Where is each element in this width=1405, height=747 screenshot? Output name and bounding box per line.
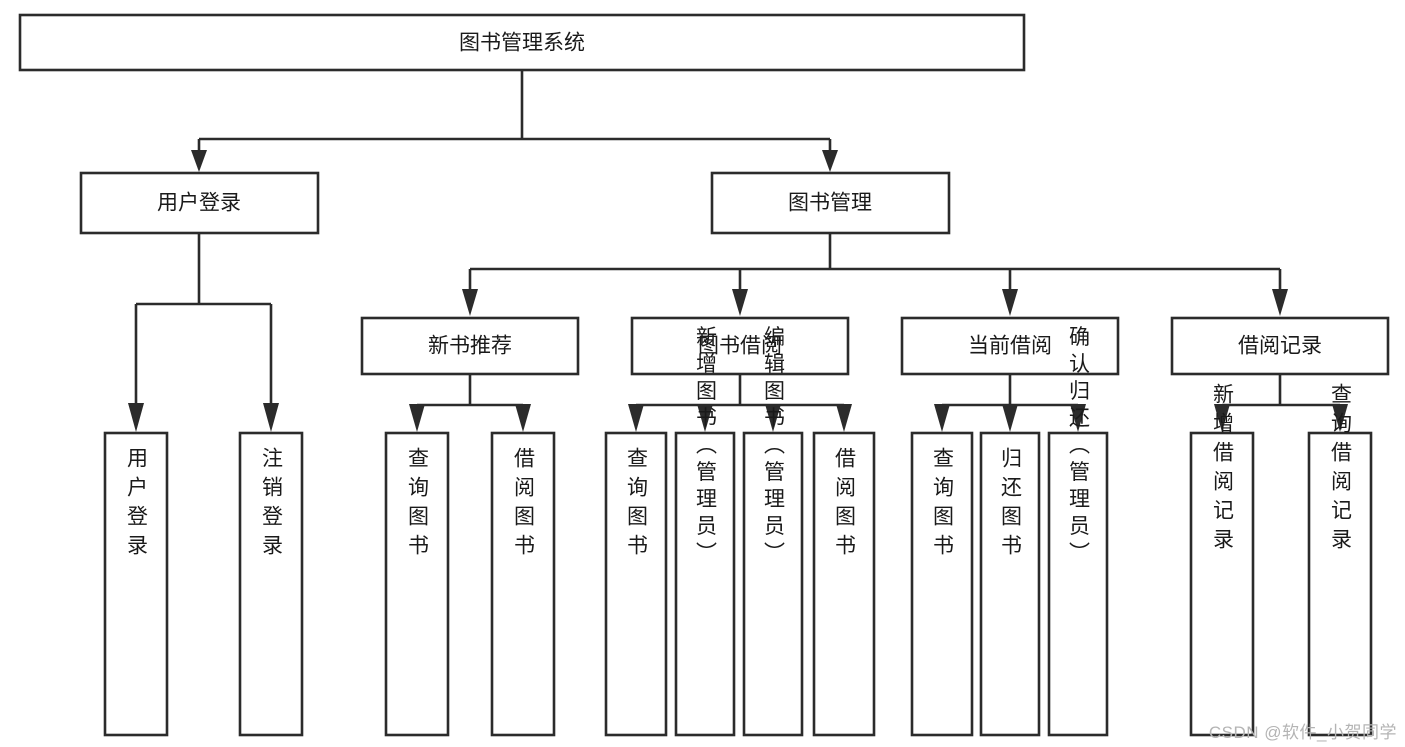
leaf-nb-borrow-book-label: 借阅图书 — [512, 447, 536, 563]
node-new-book[interactable]: 新书推荐 — [360, 316, 580, 376]
leaf-bw-borrow-book-label: 借阅图书 — [833, 447, 857, 563]
arrowhead-nb-query-book — [409, 404, 425, 432]
node-new-book-label: 新书推荐 — [428, 335, 512, 358]
leaf-bw-edit-book-label: 编辑图书（管理员） — [762, 326, 786, 569]
connector-group-borrow — [628, 375, 852, 432]
node-root[interactable]: 图书管理系统 — [18, 13, 1026, 72]
leaf-nb-query-book[interactable]: 查询图书 — [384, 431, 450, 737]
leaf-nb-query-book-box[interactable] — [384, 431, 450, 737]
leaf-cu-confirm-return-label: 确认归还（管理员） — [1067, 326, 1091, 569]
node-user-login-box[interactable] — [79, 171, 320, 235]
leaf-cu-query-book[interactable]: 查询图书 — [910, 431, 974, 737]
leaf-user-login-label: 用户登录 — [125, 447, 149, 563]
connector-group-current — [934, 375, 1086, 432]
connector-group-root — [191, 70, 838, 172]
arrowhead-nb-borrow-book — [515, 404, 531, 432]
arrowhead-new-book — [462, 289, 478, 316]
node-borrow-label: 图书借阅 — [698, 335, 782, 358]
leaf-logout-label: 注销登录 — [260, 447, 284, 563]
leaf-cu-query-book-label: 查询图书 — [931, 447, 955, 563]
arrowhead-bw-edit-book — [765, 404, 781, 432]
connector-group-book-manage — [462, 233, 1288, 316]
arrowhead-book-manage — [822, 150, 838, 172]
node-borrow-record-label: 借阅记录 — [1238, 335, 1322, 358]
arrowhead-bw-add-book — [697, 404, 713, 432]
leaf-user-login-box[interactable] — [103, 431, 169, 737]
arrowhead-user-login — [191, 150, 207, 172]
leaf-nb-query-book-label: 查询图书 — [406, 447, 430, 563]
connector-group-user-login — [128, 233, 279, 432]
leaf-bw-query-book-box[interactable] — [604, 431, 668, 737]
node-borrow-box[interactable] — [630, 316, 850, 376]
leaf-rc-add-record-label: 新增借阅记录 — [1211, 383, 1235, 557]
arrowhead-borrow — [732, 289, 748, 316]
leaf-bw-borrow-book[interactable]: 借阅图书 — [812, 431, 876, 737]
leaf-rc-query-record-box[interactable] — [1307, 431, 1373, 737]
leaf-cu-confirm-return-box[interactable] — [1047, 431, 1109, 737]
node-current-borrow-box[interactable] — [900, 316, 1120, 376]
leaf-user-login[interactable]: 用户登录 — [103, 431, 169, 737]
leaf-bw-add-book-box[interactable] — [674, 431, 736, 737]
leaf-cu-return-book-box[interactable] — [979, 431, 1041, 737]
csdn-watermark: CSDN @软件_小贺同学 — [1208, 723, 1397, 742]
arrowhead-record — [1272, 289, 1288, 316]
leaf-cu-return-book-label: 归还图书 — [999, 447, 1023, 563]
arrowhead-rc-add-record — [1214, 404, 1230, 432]
node-borrow-record[interactable]: 借阅记录 — [1170, 316, 1390, 376]
leaf-bw-add-book[interactable]: 新增图书（管理员） — [674, 326, 736, 737]
leaf-bw-query-book[interactable]: 查询图书 — [604, 431, 668, 737]
leaf-logout-box[interactable] — [238, 431, 304, 737]
node-new-book-box[interactable] — [360, 316, 580, 376]
leaf-bw-query-book-label: 查询图书 — [625, 447, 649, 563]
node-book-manage-box[interactable] — [710, 171, 951, 235]
connector-group-record — [1214, 375, 1348, 432]
node-borrow[interactable]: 图书借阅 — [630, 316, 850, 376]
arrowhead-leaf-user-login — [128, 403, 144, 432]
leaf-nb-borrow-book-box[interactable] — [490, 431, 556, 737]
arrowhead-cu-query-book — [934, 404, 950, 432]
leaf-cu-query-book-box[interactable] — [910, 431, 974, 737]
leaf-cu-return-book[interactable]: 归还图书 — [979, 431, 1041, 737]
leaf-bw-borrow-book-box[interactable] — [812, 431, 876, 737]
arrowhead-bw-query-book — [628, 404, 644, 432]
arrowhead-leaf-logout — [263, 403, 279, 432]
leaf-bw-edit-book-box[interactable] — [742, 431, 804, 737]
arrowhead-rc-query-record — [1332, 404, 1348, 432]
node-book-manage-label: 图书管理 — [788, 192, 872, 215]
arrowhead-current — [1002, 289, 1018, 316]
leaf-rc-add-record[interactable]: 新增借阅记录 — [1189, 383, 1255, 737]
node-current-borrow[interactable]: 当前借阅 — [900, 316, 1120, 376]
leaf-rc-query-record[interactable]: 查询借阅记录 — [1307, 383, 1373, 737]
node-borrow-record-box[interactable] — [1170, 316, 1390, 376]
leaf-cu-confirm-return[interactable]: 确认归还（管理员） — [1047, 326, 1109, 737]
leaf-logout[interactable]: 注销登录 — [238, 431, 304, 737]
arrowhead-bw-borrow-book — [836, 404, 852, 432]
leaf-bw-edit-book[interactable]: 编辑图书（管理员） — [742, 326, 804, 737]
leaf-nb-borrow-book[interactable]: 借阅图书 — [490, 431, 556, 737]
arrowhead-cu-confirm-return — [1070, 404, 1086, 432]
node-user-login-label: 用户登录 — [157, 192, 241, 215]
leaf-rc-query-record-label: 查询借阅记录 — [1329, 383, 1353, 557]
node-user-login[interactable]: 用户登录 — [79, 171, 320, 235]
node-book-manage[interactable]: 图书管理 — [710, 171, 951, 235]
node-root-box[interactable] — [18, 13, 1026, 72]
arrowhead-cu-return-book — [1002, 404, 1018, 432]
connector-group-new-book — [409, 375, 531, 432]
node-current-borrow-label: 当前借阅 — [968, 335, 1052, 358]
leaf-bw-add-book-label: 新增图书（管理员） — [694, 326, 718, 569]
leaf-rc-add-record-box[interactable] — [1189, 431, 1255, 737]
node-root-label: 图书管理系统 — [459, 32, 585, 55]
